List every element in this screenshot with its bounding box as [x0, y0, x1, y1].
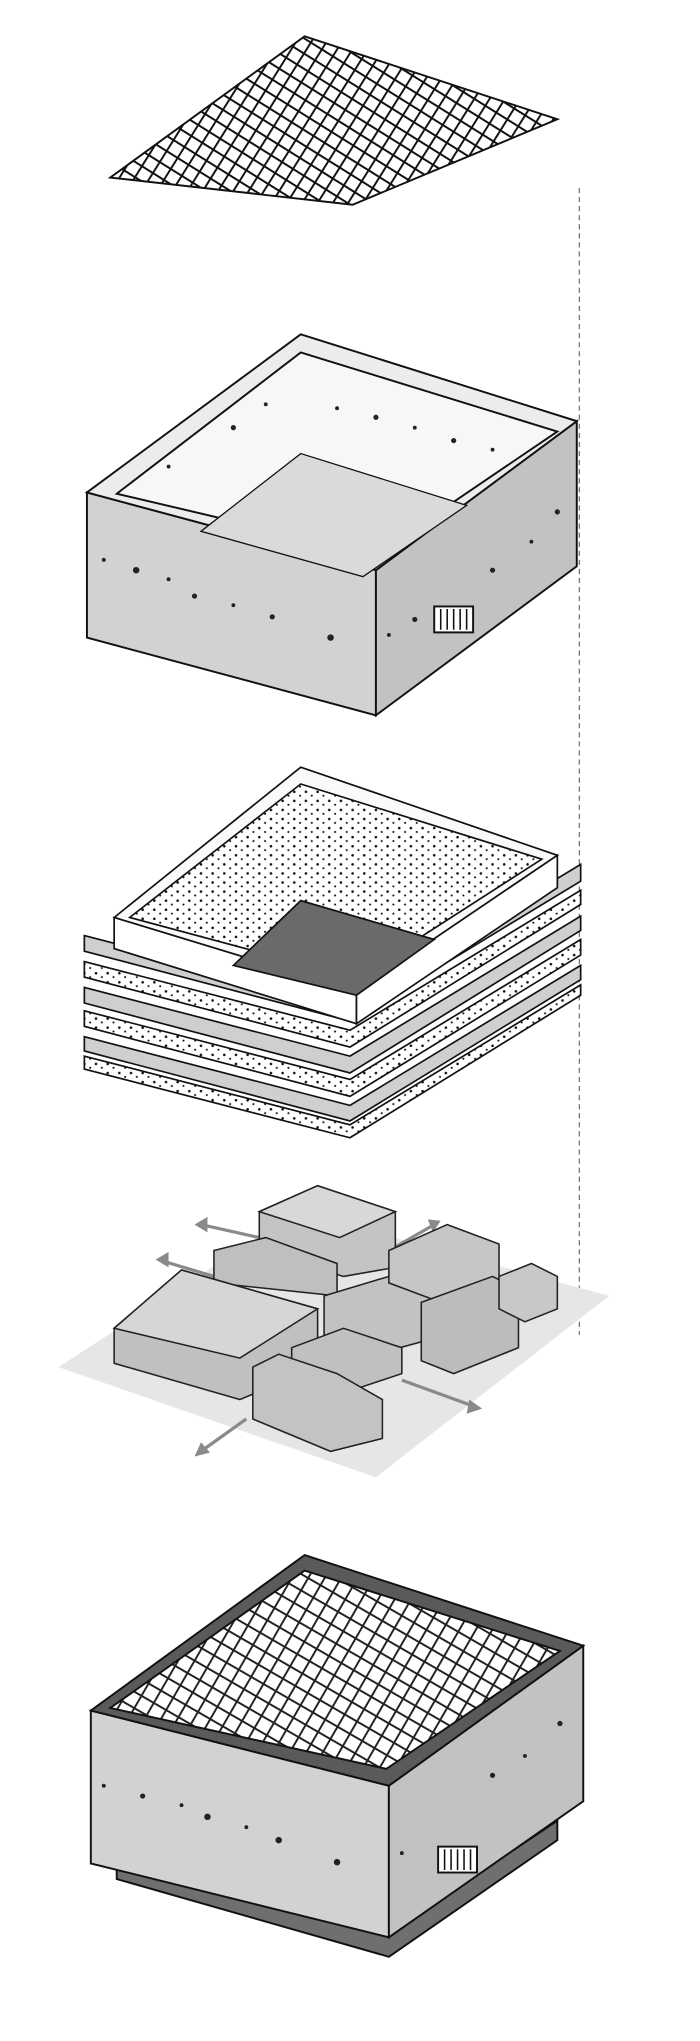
grid-lid — [107, 35, 561, 206]
component-blocks-on-base — [58, 1184, 610, 1478]
stacked-perforated-trays — [83, 766, 582, 1139]
expansion-arrows — [155, 1216, 483, 1457]
assembled-unit — [88, 1553, 586, 1958]
perforated-outer-shell — [84, 333, 579, 718]
